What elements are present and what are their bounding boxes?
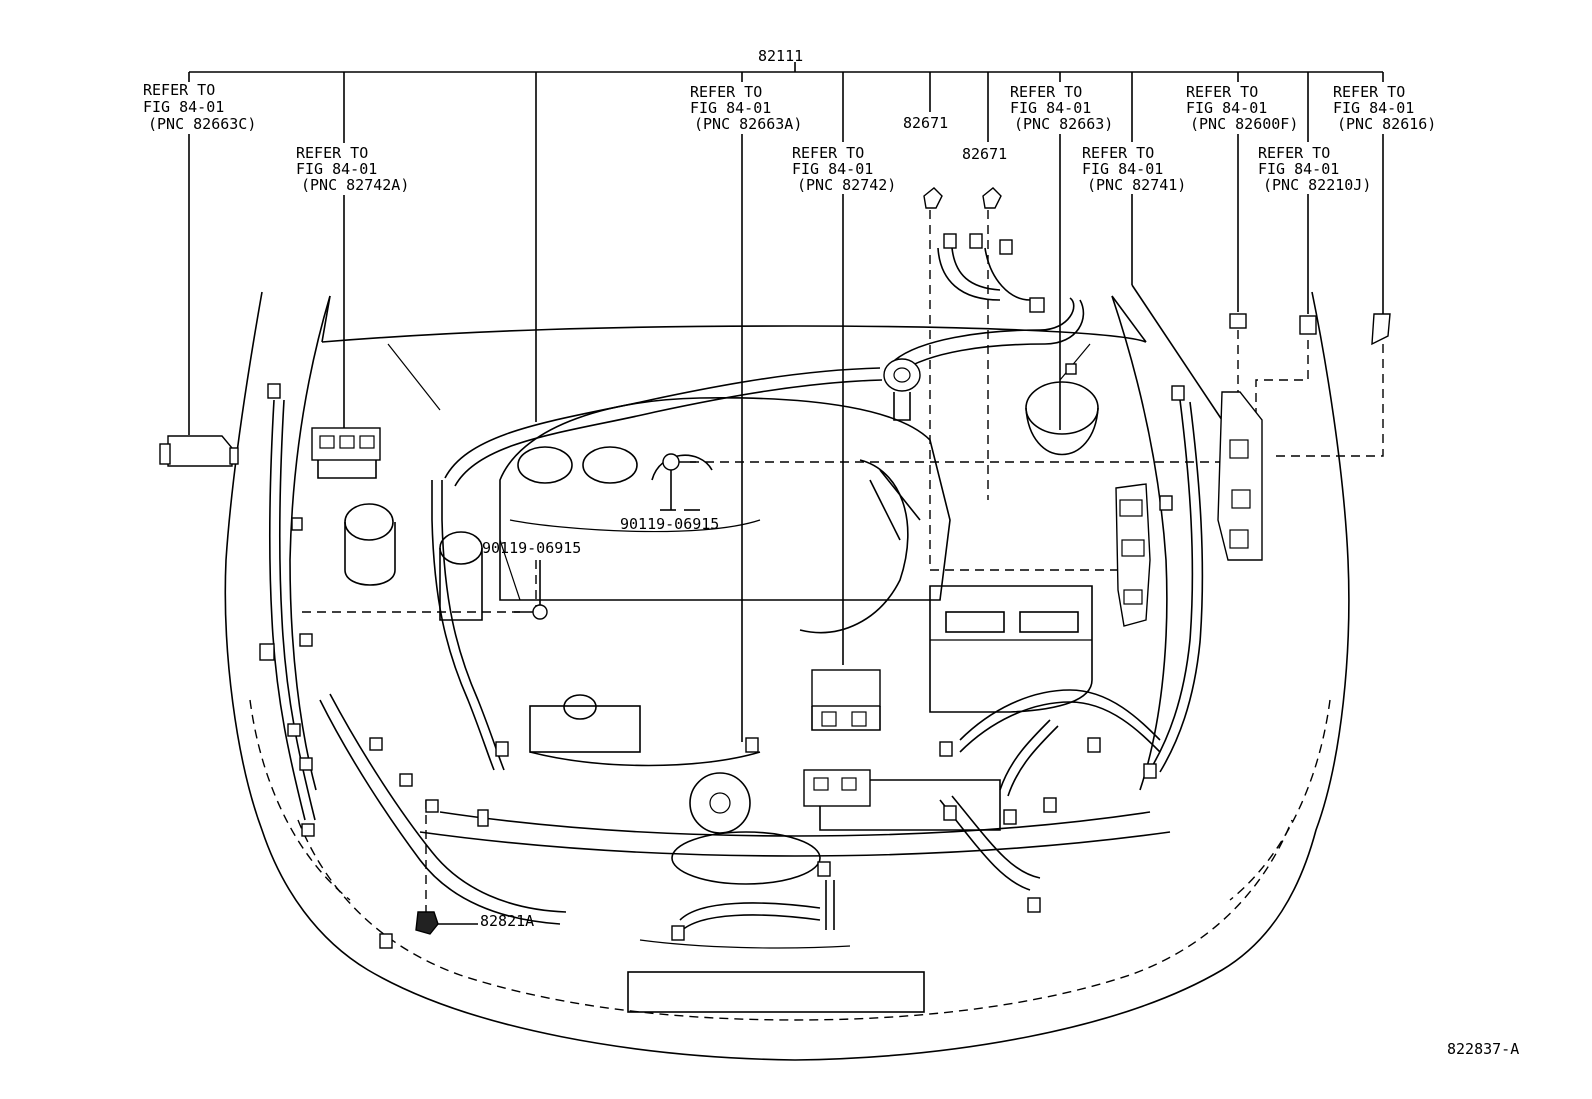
reference-note-5: REFER TO FIG 84-01 (PNC 82663) — [1010, 83, 1113, 133]
reference-note-1: REFER TO FIG 84-01 (PNC 82663C) — [143, 81, 256, 133]
bolt-label-b: 90119-06915 — [482, 539, 581, 557]
svg-text:(PNC 82663): (PNC 82663) — [1014, 115, 1113, 133]
svg-text:FIG 84-01: FIG 84-01 — [1010, 99, 1091, 117]
svg-text:REFER TO: REFER TO — [1333, 83, 1405, 101]
reference-note-2: REFER TO FIG 84-01 (PNC 82742A) — [296, 144, 409, 194]
svg-text:(PNC 82616): (PNC 82616) — [1337, 115, 1436, 133]
engine-assembly — [499, 397, 1001, 834]
main-part-label: 82111 — [758, 47, 803, 65]
clamp-label-b: 82671 — [962, 145, 1007, 163]
reference-note-8: REFER TO FIG 84-01 (PNC 82210J) — [1258, 144, 1371, 194]
svg-text:(PNC 82663A): (PNC 82663A) — [694, 115, 802, 133]
svg-text:(PNC 82663C): (PNC 82663C) — [148, 115, 256, 133]
svg-text:FIG 84-01: FIG 84-01 — [792, 160, 873, 178]
svg-text:FIG 84-01: FIG 84-01 — [1082, 160, 1163, 178]
callout-leaders — [188, 62, 1384, 742]
svg-text:REFER TO: REFER TO — [143, 81, 215, 99]
svg-text:REFER TO: REFER TO — [792, 144, 864, 162]
components — [159, 187, 1391, 949]
clamp-label-a: 82671 — [903, 114, 948, 132]
svg-text:FIG 84-01: FIG 84-01 — [1258, 160, 1339, 178]
svg-text:(PNC 82741): (PNC 82741) — [1087, 176, 1186, 194]
vehicle-body — [224, 291, 1350, 1061]
harness-runs — [269, 247, 1204, 933]
svg-text:REFER TO: REFER TO — [1186, 83, 1258, 101]
svg-text:REFER TO: REFER TO — [690, 83, 762, 101]
reference-note-7: REFER TO FIG 84-01 (PNC 82600F) — [1186, 83, 1298, 133]
reference-note-6: REFER TO FIG 84-01 (PNC 82741) — [1082, 144, 1186, 194]
reservoirs — [344, 381, 1099, 621]
svg-text:(PNC 82742): (PNC 82742) — [797, 176, 896, 194]
svg-text:(PNC 82600F): (PNC 82600F) — [1190, 115, 1298, 133]
svg-text:(PNC 82742A): (PNC 82742A) — [301, 176, 409, 194]
svg-text:REFER TO: REFER TO — [1010, 83, 1082, 101]
svg-text:(PNC 82210J): (PNC 82210J) — [1263, 176, 1371, 194]
svg-text:FIG 84-01: FIG 84-01 — [1333, 99, 1414, 117]
reference-note-9: REFER TO FIG 84-01 (PNC 82616) — [1333, 83, 1436, 133]
svg-text:FIG 84-01: FIG 84-01 — [690, 99, 771, 117]
reference-note-3: REFER TO FIG 84-01 (PNC 82663A) — [690, 83, 802, 133]
svg-text:REFER TO: REFER TO — [1258, 144, 1330, 162]
bolt-label-a: 90119-06915 — [620, 515, 719, 533]
svg-text:REFER TO: REFER TO — [296, 144, 368, 162]
svg-text:REFER TO: REFER TO — [1082, 144, 1154, 162]
reference-note-4: REFER TO FIG 84-01 (PNC 82742) — [792, 144, 896, 194]
svg-text:FIG 84-01: FIG 84-01 — [143, 98, 224, 116]
svg-text:FIG 84-01: FIG 84-01 — [1186, 99, 1267, 117]
svg-text:FIG 84-01: FIG 84-01 — [296, 160, 377, 178]
fuse-label: 82821A — [480, 912, 534, 930]
drawing-number: 822837-A — [1447, 1040, 1519, 1058]
battery — [929, 585, 1093, 713]
